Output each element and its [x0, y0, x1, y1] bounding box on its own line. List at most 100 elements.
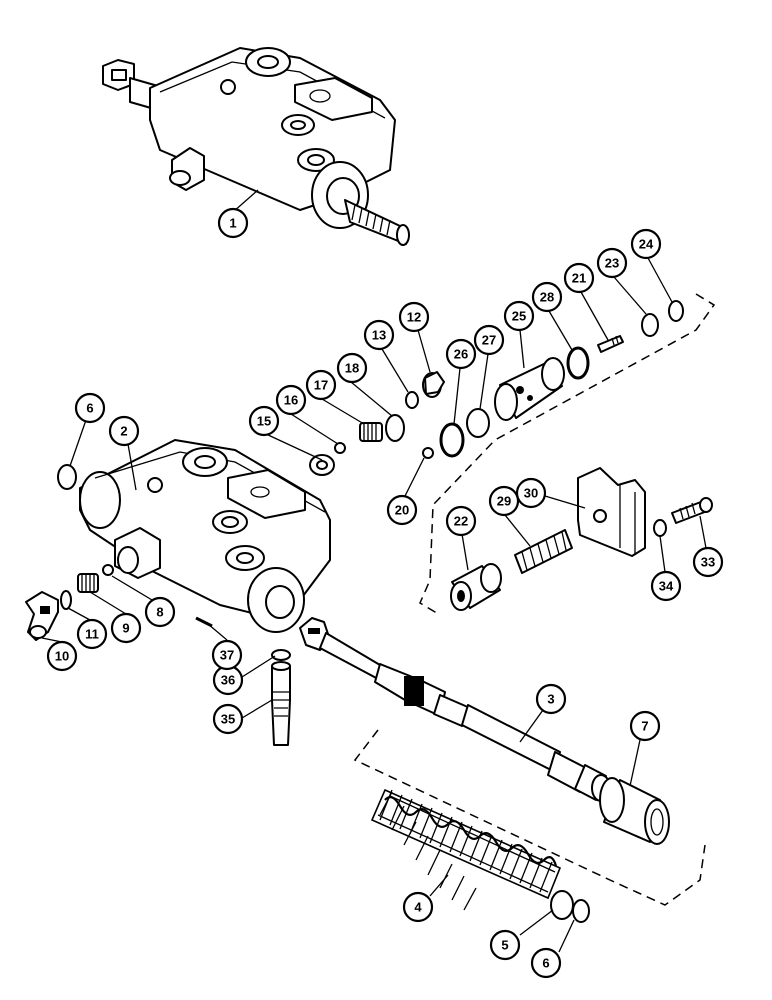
svg-text:4: 4: [414, 900, 422, 915]
svg-text:27: 27: [482, 333, 496, 348]
ring-part-18: [385, 414, 405, 442]
callout-33: 33: [692, 546, 724, 578]
svg-text:10: 10: [55, 649, 69, 664]
svg-text:28: 28: [540, 290, 554, 305]
callout-11: 11: [76, 618, 108, 650]
o-ring-part-36: [271, 649, 291, 661]
spool-shaft-part-3: [299, 617, 611, 802]
callout-36: 36: [212, 664, 244, 696]
svg-text:24: 24: [639, 237, 654, 252]
svg-text:16: 16: [284, 393, 298, 408]
ring-part-23: [641, 313, 659, 337]
svg-text:34: 34: [659, 579, 674, 594]
seat-part-15: [309, 454, 335, 476]
spring-part-17: [359, 422, 383, 442]
spring-part-29: [514, 529, 573, 574]
svg-text:6: 6: [542, 956, 549, 971]
kit-bracket-upper: [419, 293, 716, 616]
callout-28: 28: [531, 281, 563, 313]
svg-text:15: 15: [257, 414, 271, 429]
elbow-fitting-part-10: [25, 591, 59, 641]
sleeve-part-22: [450, 563, 502, 611]
screw-part-33: [671, 497, 713, 524]
svg-text:8: 8: [156, 605, 163, 620]
callout-4: 4: [402, 891, 434, 923]
svg-text:20: 20: [395, 503, 409, 518]
callout-16: 16: [275, 384, 307, 416]
callout-29: 29: [488, 485, 520, 517]
callout-15: 15: [248, 405, 280, 437]
callout-7: 7: [629, 710, 661, 742]
svg-text:29: 29: [497, 494, 511, 509]
callout-27: 27: [473, 324, 505, 356]
svg-text:5: 5: [501, 938, 508, 953]
ball-part-8: [102, 564, 114, 576]
callout-10: 10: [46, 640, 78, 672]
svg-text:35: 35: [221, 712, 235, 727]
svg-text:18: 18: [345, 361, 359, 376]
ring-part-26: [439, 422, 465, 458]
svg-text:36: 36: [221, 673, 235, 688]
callout-21: 21: [563, 262, 595, 294]
callout-17: 17: [305, 369, 337, 401]
callout-24: 24: [630, 228, 662, 260]
callout-37: 37: [211, 639, 243, 671]
callout-35: 35: [212, 703, 244, 735]
callout-13: 13: [363, 319, 395, 351]
pin-part-21: [597, 335, 624, 353]
svg-text:3: 3: [547, 692, 554, 707]
svg-text:7: 7: [641, 719, 648, 734]
snap-ring-part-6-lower: [572, 899, 590, 923]
spring-part-9: [77, 573, 99, 593]
svg-text:6: 6: [86, 401, 93, 416]
washer-part-34: [653, 519, 667, 537]
ball-part-20: [422, 447, 434, 459]
svg-text:2: 2: [120, 424, 127, 439]
large-spring-part-4: [370, 788, 562, 911]
plug-part-12: [422, 371, 445, 398]
svg-text:13: 13: [372, 328, 386, 343]
svg-text:12: 12: [407, 310, 421, 325]
callout-8: 8: [144, 596, 176, 628]
svg-text:25: 25: [512, 309, 526, 324]
washer-part-5: [550, 890, 574, 920]
ring-part-13: [405, 391, 419, 409]
kit-bracket-lower: [353, 729, 706, 906]
callout-34: 34: [650, 570, 682, 602]
callout-20: 20: [386, 494, 418, 526]
ring-part-27: [466, 408, 490, 438]
svg-text:1: 1: [229, 216, 236, 231]
callout-22: 22: [445, 505, 477, 537]
svg-text:26: 26: [454, 347, 468, 362]
callout-6-lower: 6: [530, 947, 562, 979]
svg-text:21: 21: [572, 271, 586, 286]
callout-12: 12: [398, 301, 430, 333]
callout-18: 18: [336, 352, 368, 384]
svg-text:30: 30: [524, 486, 538, 501]
o-ring-part-11: [60, 590, 72, 610]
ring-part-28: [566, 346, 590, 380]
valve-assembly-part-1: [102, 47, 410, 246]
sleeve-part-7: [599, 777, 670, 845]
callout-2: 2: [108, 415, 140, 447]
plate-part-30: [577, 467, 646, 557]
svg-text:37: 37: [220, 648, 234, 663]
svg-text:9: 9: [122, 621, 129, 636]
callout-23: 23: [596, 247, 628, 279]
callout-9: 9: [110, 612, 142, 644]
spring-coils: [379, 789, 553, 893]
callout-3: 3: [535, 683, 567, 715]
svg-text:17: 17: [314, 378, 328, 393]
svg-text:11: 11: [85, 627, 99, 642]
svg-text:22: 22: [454, 514, 468, 529]
svg-text:33: 33: [701, 555, 715, 570]
callout-26: 26: [445, 338, 477, 370]
plunger-part-35: [271, 661, 291, 746]
callout-1: 1: [217, 207, 249, 239]
snap-ring-part-6-upper: [57, 464, 77, 490]
callout-6-upper: 6: [74, 392, 106, 424]
callout-5: 5: [489, 929, 521, 961]
valve-body-part-2: [79, 439, 331, 633]
ring-part-24: [668, 300, 684, 322]
